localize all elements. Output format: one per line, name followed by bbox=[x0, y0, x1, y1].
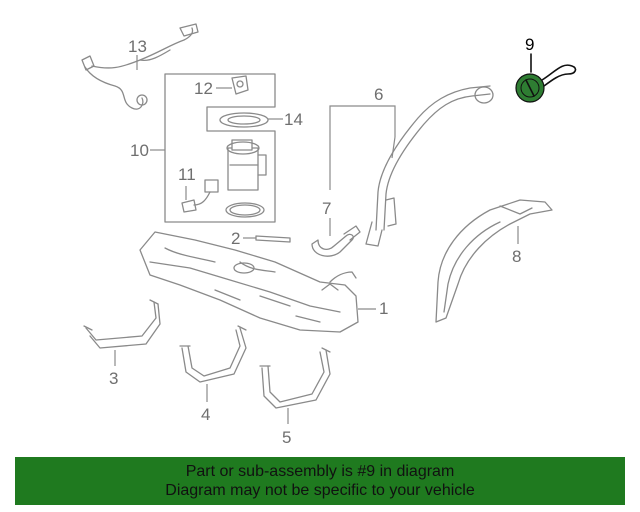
callout-2: 2 bbox=[231, 229, 240, 248]
part-6-filler-pipe[interactable] bbox=[365, 85, 494, 247]
info-banner: Part or sub-assembly is #9 in diagram Di… bbox=[15, 457, 625, 505]
part-7-hose[interactable] bbox=[311, 225, 361, 257]
part-8-splash-shield[interactable] bbox=[435, 199, 553, 323]
leader-6 bbox=[329, 105, 396, 137]
part-4-tank-strap[interactable] bbox=[179, 325, 247, 383]
callout-12: 12 bbox=[194, 79, 213, 98]
callout-5: 5 bbox=[282, 428, 291, 447]
parts-diagram: 13 10 12 14 11 2 bbox=[81, 23, 577, 447]
callout-13: 13 bbox=[128, 37, 147, 56]
part-13-wiring-harness[interactable] bbox=[81, 23, 199, 110]
part-5-tank-strap[interactable] bbox=[259, 347, 331, 409]
callout-3: 3 bbox=[109, 369, 118, 388]
callout-14: 14 bbox=[284, 110, 303, 129]
callout-9: 9 bbox=[525, 35, 534, 54]
part-11-connector[interactable] bbox=[181, 179, 219, 213]
callout-10: 10 bbox=[130, 141, 149, 160]
part-2-shield[interactable] bbox=[255, 235, 291, 243]
part-9-fuel-cap[interactable] bbox=[515, 64, 577, 103]
banner-line-2: Diagram may not be specific to your vehi… bbox=[165, 482, 475, 499]
part-1-fuel-tank[interactable] bbox=[139, 231, 359, 333]
part-12-sensor[interactable] bbox=[231, 75, 249, 95]
part-14-lock-ring[interactable] bbox=[219, 112, 269, 128]
callout-8: 8 bbox=[512, 247, 521, 266]
part-10-fuel-pump-module[interactable] bbox=[164, 73, 276, 223]
callout-6: 6 bbox=[374, 85, 383, 104]
part-3-tank-strap[interactable] bbox=[83, 299, 161, 349]
callout-11: 11 bbox=[178, 165, 196, 184]
callout-4: 4 bbox=[201, 405, 210, 424]
callout-1: 1 bbox=[379, 299, 388, 318]
banner-line-1: Part or sub-assembly is #9 in diagram bbox=[185, 463, 455, 480]
leader-6b bbox=[391, 136, 396, 159]
callout-7: 7 bbox=[322, 199, 331, 218]
